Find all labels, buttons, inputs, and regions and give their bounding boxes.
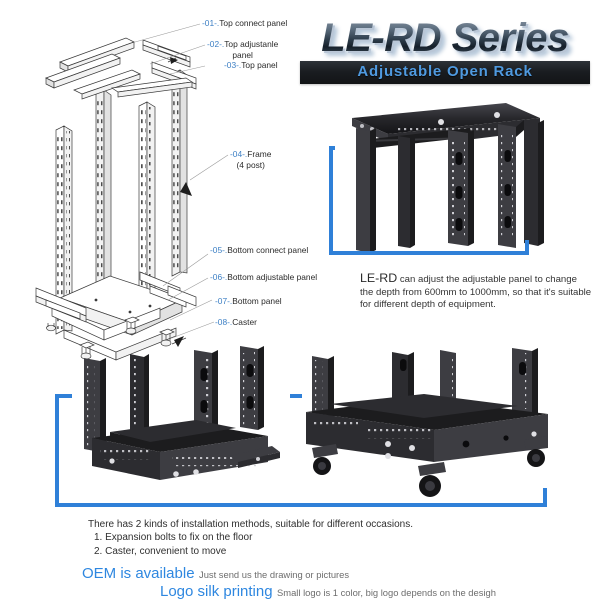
oem-headline: OEM is available — [82, 565, 195, 582]
callout-03: -03-.Top panel — [224, 60, 278, 71]
callout-01-label: Top connect panel — [219, 18, 288, 28]
assembly-arrows — [167, 57, 192, 347]
top-right-rack-body — [352, 103, 544, 253]
callout-02: -02-.Top adjustanle panel — [207, 39, 278, 60]
installation-intro: There has 2 kinds of installation method… — [88, 519, 413, 530]
callout-04: -04-.Frame (4 post) — [230, 149, 271, 170]
installation-item-1: 1. Expansion bolts to fix on the floor — [94, 532, 253, 544]
oem-note: OEM is available Just send us the drawin… — [82, 565, 349, 583]
caster-wheel — [418, 462, 446, 497]
installation-methods-bracket-indicator — [55, 394, 547, 507]
callout-07-number: -07-. — [215, 296, 233, 306]
bottom-left-rack-body — [84, 346, 280, 480]
description-lead: LE-RD — [360, 271, 398, 285]
callout-07-label: Bottom panel — [232, 296, 282, 306]
callout-06-label: Bottom adjustable panel — [227, 272, 318, 282]
callout-07: -07-.Bottom panel — [215, 296, 282, 307]
rack-posts — [55, 69, 188, 335]
caster-wheel — [312, 444, 338, 475]
product-subtitle-bar: Adjustable Open Rack — [300, 61, 590, 84]
oem-subtext: Just send us the drawing or pictures — [199, 569, 350, 580]
callout-03-label: Top panel — [241, 60, 278, 70]
callout-05-label: Bottom connect panel — [227, 245, 309, 255]
callout-02-label: Top adjustanle — [224, 39, 279, 49]
callout-04-number: -04-. — [230, 149, 248, 159]
depth-adjust-description: LE-RD can adjust the adjustable panel to… — [360, 272, 592, 312]
bottom-right-rack-body — [306, 348, 548, 497]
installation-notes: There has 2 kinds of installation method… — [88, 518, 528, 558]
installation-item-2: 2. Caster, convenient to move — [94, 545, 227, 557]
callout-leader-lines — [134, 23, 229, 339]
top-panel-parts — [45, 37, 197, 100]
callout-02-label-line2: panel — [232, 49, 253, 60]
logo-printing-headline: Logo silk printing — [160, 583, 273, 600]
callout-05: -05-.Bottom connect panel — [210, 245, 308, 256]
logo-printing-note: Logo silk printing Small logo is 1 color… — [160, 583, 496, 601]
callout-01: -01-.Top connect panel — [202, 18, 287, 29]
logo-printing-subtext: Small logo is 1 color, big logo depends … — [277, 587, 496, 598]
callout-06-number: -06-. — [210, 272, 228, 282]
bottom-panel-parts — [35, 271, 197, 361]
description-rest: can adjust the adjustable panel to chang… — [360, 274, 592, 311]
callout-08-label: Caster — [232, 317, 257, 327]
title-block: LE-RD Series LE-RD Series Adjustable Ope… — [300, 16, 590, 84]
caster-parts — [46, 316, 175, 360]
callout-06: -06-.Bottom adjustable panel — [210, 272, 317, 283]
callout-02-number: -02-. — [207, 39, 225, 49]
callout-03-number: -03-. — [224, 60, 242, 70]
product-title: LE-RD Series — [300, 16, 590, 60]
callout-05-number: -05-. — [210, 245, 228, 255]
callout-08: -08-.Caster — [215, 317, 257, 328]
callout-08-number: -08-. — [215, 317, 233, 327]
callout-01-number: -01-. — [202, 18, 220, 28]
product-subtitle: Adjustable Open Rack — [357, 63, 533, 80]
caster-wheel — [524, 436, 548, 467]
callout-04-label-line2: (4 post) — [236, 159, 265, 170]
depth-adjust-bracket-indicator — [329, 146, 529, 255]
callout-04-label: Frame — [247, 149, 272, 159]
